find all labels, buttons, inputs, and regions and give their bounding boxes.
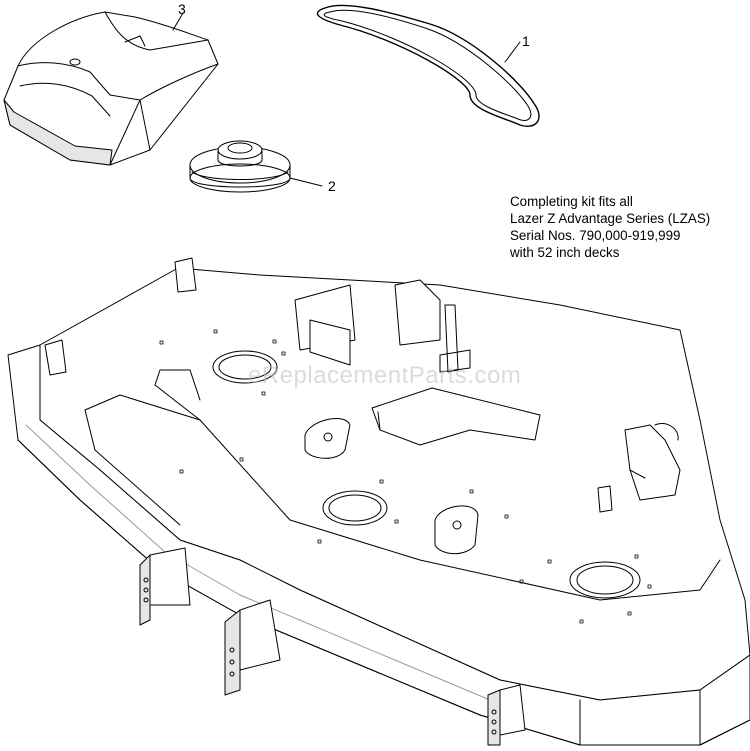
note-line: Completing kit fits all — [510, 194, 633, 209]
drive-belt-part — [316, 4, 540, 127]
note-line: Serial Nos. 790,000-919,999 — [510, 228, 681, 243]
callout-3-number: 3 — [178, 1, 186, 17]
callout-1-leader — [504, 41, 521, 63]
callout-2-number: 2 — [328, 178, 336, 194]
belt-cover-part — [3, 11, 219, 166]
compatibility-note: Completing kit fits all Lazer Z Advantag… — [510, 193, 710, 261]
mower-deck-part — [7, 257, 750, 746]
callout-3-leader — [172, 12, 184, 31]
note-line: with 52 inch decks — [510, 245, 620, 260]
idler-pulley-part — [189, 140, 291, 193]
callout-1-number: 1 — [522, 33, 530, 49]
callout-2-leader — [289, 177, 323, 187]
note-line: Lazer Z Advantage Series (LZAS) — [510, 211, 711, 226]
watermark-text: eReplacementParts.com — [248, 362, 522, 389]
